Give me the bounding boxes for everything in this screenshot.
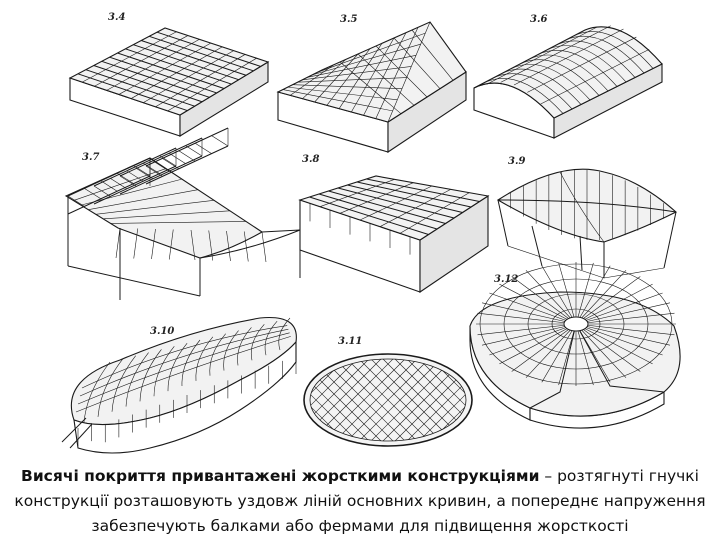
cable-grid (309, 178, 480, 255)
caption: Висячі покриття привантажені жорсткими к… (0, 464, 720, 539)
sawtooth-lines (77, 31, 261, 112)
shell-ribs (75, 317, 297, 446)
figure-3-12: 3.12 (469, 262, 681, 429)
figure-3-6: 3.6 (473, 14, 663, 139)
figure-label-3-7: 3.7 (82, 152, 99, 163)
caption-text: – розтягнуті гнучкі конструкції розташов… (14, 467, 706, 535)
figure-label-3-12: 3.12 (494, 274, 518, 285)
figure-3-5: 3.5 (276, 14, 467, 154)
truss-frames (67, 127, 267, 263)
radial-cables (476, 262, 676, 409)
center-ring (563, 316, 589, 332)
figure-3-8: 3.8 (298, 154, 490, 294)
vault-ribs (473, 25, 663, 119)
structures-drawings: 3.4 3.5 3.6 3.7 3.8 (61, 12, 681, 454)
figure-label-3-4: 3.4 (108, 12, 125, 23)
figure-label-3-11: 3.11 (338, 336, 362, 347)
figure-3-4: 3.4 (68, 12, 270, 137)
figure-label-3-9: 3.9 (508, 156, 525, 167)
figure-label-3-5: 3.5 (340, 14, 357, 25)
figure-3-10: 3.10 (61, 316, 297, 454)
tent-cables (497, 170, 677, 243)
figure-label-3-8: 3.8 (302, 154, 319, 165)
figure-3-9: 3.9 (496, 156, 677, 279)
figure-3-7: 3.7 (64, 127, 301, 300)
figure-label-3-6: 3.6 (530, 14, 547, 25)
truss-lines (277, 21, 454, 123)
figure-label-3-10: 3.10 (150, 326, 174, 337)
caption-bold: Висячі покриття привантажені жорсткими к… (21, 467, 540, 485)
